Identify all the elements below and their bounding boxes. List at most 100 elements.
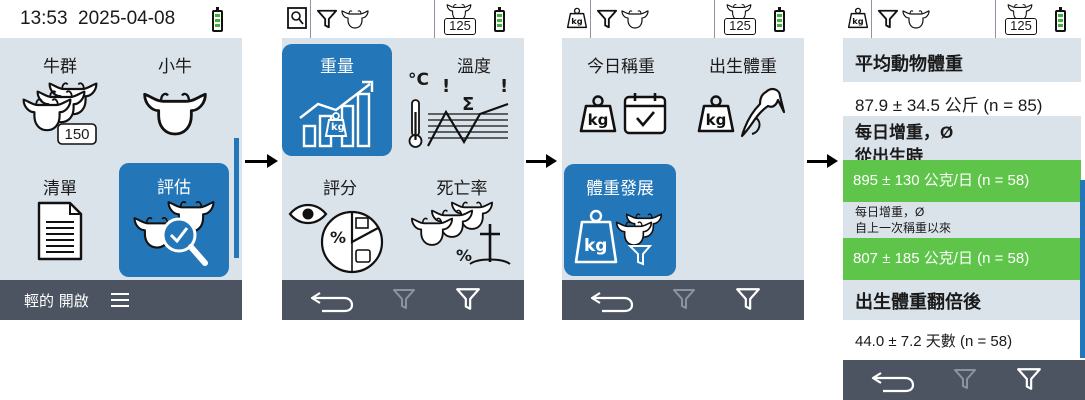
avg-weight-title: 平均動物體重: [855, 54, 963, 74]
herd-icon: [22, 82, 98, 145]
battery-icon: [1055, 7, 1066, 32]
tile-mortality[interactable]: 死亡率 %: [404, 164, 520, 276]
filter-button[interactable]: [438, 284, 498, 316]
kg-icon: [847, 7, 869, 29]
birth-weight-doubled-value: 44.0 ± 7.2 天數 (n = 58): [855, 333, 1013, 350]
tile-today-weighing[interactable]: 今日稱重: [564, 44, 678, 152]
clock-time: 13:53: [20, 8, 68, 29]
kg-weight-icon: [579, 95, 617, 133]
score-icon: [288, 203, 384, 274]
filter-icon: [316, 9, 338, 29]
stork-icon: [740, 87, 786, 138]
weight-development-icon: [574, 209, 663, 266]
back-arrow-icon: [590, 291, 634, 313]
back-button[interactable]: [582, 284, 642, 316]
battery-icon: [494, 7, 505, 32]
birth-weight-doubled-title: 出生體重翻倍後: [855, 292, 981, 312]
tile-weight-development-label: 體重發展: [586, 179, 654, 199]
tile-list-label: 清單: [43, 179, 77, 199]
back-arrow-icon: [871, 371, 915, 393]
herd-count-badge: 125: [724, 18, 756, 35]
flow-arrow-icon: [807, 154, 838, 168]
filter-icon: [596, 9, 618, 29]
warning-mark-2: !: [500, 76, 509, 97]
filter-off-button: [935, 364, 995, 396]
avg-weight-value: 87.9 ± 34.5 公斤 (n = 85): [855, 96, 1043, 115]
daily-gain-last-value: 807 ± 185 公克/日 (n = 58): [843, 238, 1081, 280]
screen-weight: 125 今日稱重 出生體重 體重發展 kg: [562, 0, 804, 320]
status-bar: 13:53 2025-04-08: [0, 0, 242, 38]
tile-temperature-label: 溫度: [457, 57, 491, 77]
scroll-indicator[interactable]: [1080, 180, 1085, 358]
herd-count-badge: 150: [64, 126, 90, 143]
tile-birth-weight[interactable]: 出生體重: [686, 44, 800, 152]
tile-weight-development[interactable]: 體重發展 kg: [564, 164, 676, 276]
kg-label: kg: [584, 236, 608, 256]
back-button[interactable]: [863, 364, 923, 396]
light-on-label[interactable]: 輕的 開啟: [24, 292, 89, 310]
battery-icon: [774, 7, 785, 32]
screen-main-menu: 13:53 2025-04-08 牛群 150 小牛 清單 評估: [0, 0, 242, 320]
celsius-unit: °C: [408, 70, 429, 90]
battery-icon: [212, 7, 223, 32]
filter-button[interactable]: [718, 284, 778, 316]
tile-evaluation[interactable]: 評估: [119, 163, 229, 277]
filter-icon: [456, 288, 480, 310]
cow-filter-icon: [902, 10, 930, 29]
daily-gain-birth-title-1: 每日增重，Ø: [855, 123, 954, 142]
tile-weight[interactable]: 重量 kg: [282, 44, 392, 156]
flow-arrow-icon: [245, 154, 278, 168]
back-arrow-icon: [310, 291, 354, 313]
kg-label: kg: [331, 122, 345, 133]
daily-gain-last-title-2: 自上一次稱重以來: [855, 221, 952, 235]
bottom-bar: [282, 280, 524, 320]
document-icon: [37, 201, 83, 261]
daily-gain-birth-value: 895 ± 130 公克/日 (n = 58): [843, 160, 1081, 202]
warning-mark-1: !: [442, 76, 451, 97]
tile-evaluation-label: 評估: [157, 178, 191, 198]
date-text: 2025-04-08: [78, 8, 176, 29]
scroll-indicator: [234, 138, 239, 258]
filter-button[interactable]: [999, 364, 1059, 396]
mortality-icon: [410, 201, 511, 265]
status-bar: 125: [843, 0, 1085, 38]
menu-icon[interactable]: [110, 292, 130, 308]
sigma-mark: Σ: [462, 94, 475, 115]
tile-score-label: 評分: [323, 179, 357, 199]
tile-herd[interactable]: 牛群 150: [10, 42, 110, 160]
filter-remove-icon: [673, 289, 695, 309]
tile-weight-label: 重量: [320, 57, 354, 77]
tile-temperature[interactable]: 溫度 °C ! Σ !: [404, 44, 514, 156]
tile-herd-label: 牛群: [43, 57, 77, 77]
tile-mortality-label: 死亡率: [436, 179, 488, 199]
kg-weight-icon: [697, 95, 735, 133]
screen-evaluation: 125 重量 kg 溫度 °C ! Σ !: [282, 0, 524, 320]
tile-list[interactable]: 清單: [10, 164, 110, 276]
filter-remove-icon: [954, 369, 976, 389]
screen-weight-development: 125 平均動物體重 87.9 ± 34.5 公斤 (n = 85) 每日增重，…: [843, 0, 1085, 400]
filter-off-button: [654, 284, 714, 316]
herd-search-icon: [287, 7, 307, 29]
filter-icon: [877, 9, 899, 29]
avg-weight-row: 87.9 ± 34.5 公斤 (n = 85): [843, 82, 1081, 116]
status-bar: 125: [282, 0, 524, 38]
content-area: 平均動物體重 87.9 ± 34.5 公斤 (n = 85) 每日增重，Ø 從出…: [843, 38, 1081, 360]
bottom-bar: 輕的 開啟: [0, 280, 242, 320]
herd-count-badge: 125: [1005, 18, 1037, 35]
tile-calf[interactable]: 小牛: [120, 42, 230, 160]
kg-icon: [566, 7, 588, 29]
birth-weight-doubled-row: 44.0 ± 7.2 天數 (n = 58): [843, 320, 1081, 360]
percent-mark: %: [456, 246, 473, 265]
filter-remove-icon: [393, 289, 415, 309]
daily-gain-last-title-1: 每日增重，Ø: [855, 205, 925, 219]
tile-score[interactable]: 評分 %: [282, 164, 398, 276]
back-button[interactable]: [302, 284, 362, 316]
weight-chart-icon: [299, 80, 374, 148]
tile-today-weighing-label: 今日稱重: [587, 57, 655, 77]
cow-filter-icon: [341, 10, 369, 29]
filter-off-button: [374, 284, 434, 316]
tile-birth-weight-label: 出生體重: [709, 57, 777, 77]
flow-arrow-icon: [526, 154, 557, 168]
calendar-check-icon: [623, 93, 667, 135]
bottom-bar: [843, 360, 1085, 400]
